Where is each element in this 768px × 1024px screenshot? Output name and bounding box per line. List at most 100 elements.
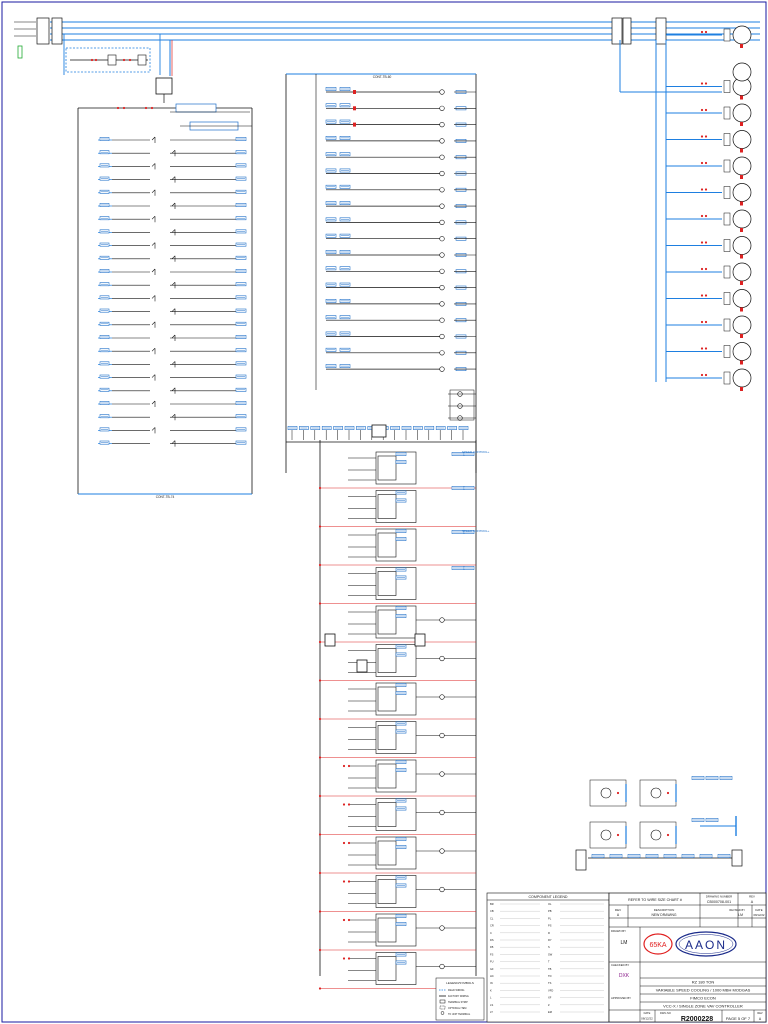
coil bbox=[439, 655, 445, 662]
motor bbox=[732, 368, 752, 388]
plug-connector bbox=[575, 849, 587, 871]
coil bbox=[439, 317, 445, 323]
relay-inner bbox=[377, 455, 397, 481]
relay-stack: SPEED CONTROL+SPEED CONTROL+ bbox=[318, 440, 490, 990]
title-line-3: FIMCO ECON bbox=[690, 996, 716, 1001]
sensor bbox=[650, 787, 662, 799]
contact-dot bbox=[700, 294, 704, 297]
legend-code: FU bbox=[490, 960, 494, 964]
motor bbox=[732, 62, 752, 82]
legend-code: S bbox=[548, 945, 550, 949]
switch-symbol bbox=[171, 361, 176, 368]
contact-dot bbox=[704, 241, 708, 244]
motor bbox=[732, 342, 752, 361]
switch-symbol bbox=[171, 176, 176, 183]
legend-title: COMPONENT LEGEND bbox=[528, 895, 567, 899]
switch-symbol bbox=[151, 347, 156, 355]
switch-symbol bbox=[151, 189, 156, 196]
coil bbox=[439, 886, 445, 893]
switch-symbol bbox=[171, 413, 176, 421]
motor-contact bbox=[740, 95, 743, 100]
switch-symbol bbox=[151, 400, 156, 407]
motor bbox=[732, 262, 752, 282]
legend-code: GF bbox=[490, 967, 494, 971]
motor bbox=[732, 183, 752, 202]
rev-row-value: A bbox=[617, 913, 620, 917]
page-number: PAGE 5 OF 7 bbox=[726, 1016, 751, 1021]
contact-dot bbox=[700, 188, 704, 191]
contact-dot bbox=[704, 188, 708, 191]
coil bbox=[439, 333, 445, 340]
relay-inner bbox=[377, 763, 397, 789]
legend-code: XF bbox=[548, 996, 552, 1000]
legend-code: PB bbox=[548, 909, 552, 913]
contact-dot bbox=[347, 764, 351, 768]
sensor bbox=[600, 829, 612, 841]
legend-code: EM bbox=[548, 1010, 552, 1014]
relay-inner bbox=[377, 532, 397, 558]
legend-code: FB bbox=[490, 945, 494, 949]
relay-contact bbox=[353, 106, 356, 111]
motor-terminal bbox=[723, 345, 731, 358]
motor-terminal bbox=[723, 292, 731, 305]
legend-code: BR bbox=[490, 902, 494, 906]
optional-module bbox=[65, 47, 151, 73]
dwg-no: R2000228 bbox=[681, 1016, 713, 1023]
relay bbox=[107, 54, 117, 66]
speed-control-label: SPEED CONTROL+ bbox=[462, 529, 490, 533]
motor-contact bbox=[740, 334, 743, 338]
brand-name: AAON bbox=[685, 938, 727, 952]
contact-dot bbox=[700, 320, 704, 324]
coil bbox=[439, 366, 445, 372]
switch-symbol bbox=[151, 295, 156, 302]
switch-symbol bbox=[171, 229, 176, 236]
approved-by-label: APPROVED BY bbox=[611, 996, 631, 1000]
breaker bbox=[622, 17, 632, 45]
revised-by-label: REVISED BY bbox=[729, 908, 745, 912]
relay-inner bbox=[377, 571, 397, 596]
coil bbox=[439, 268, 445, 274]
legend-code: IN bbox=[490, 981, 493, 985]
contact-dot bbox=[704, 373, 708, 377]
switch-symbol bbox=[151, 215, 156, 223]
legend-code: C bbox=[490, 931, 492, 935]
contactor bbox=[655, 17, 667, 45]
rev-value: A bbox=[751, 900, 754, 904]
revised-by-value: LM bbox=[738, 913, 743, 917]
relay-contact bbox=[353, 122, 356, 127]
switch-symbol bbox=[171, 281, 176, 289]
sensor bbox=[650, 829, 662, 841]
switch-symbol bbox=[151, 136, 156, 143]
switch-symbol bbox=[171, 255, 176, 262]
drawn-by-label: DRAWN BY bbox=[611, 929, 626, 933]
motor-terminal bbox=[723, 212, 731, 226]
relay bbox=[137, 54, 147, 66]
coil bbox=[439, 121, 445, 128]
switch-symbol bbox=[171, 440, 176, 447]
motor-contact bbox=[740, 228, 743, 232]
date-label: DATE bbox=[755, 908, 762, 912]
motor-contact bbox=[740, 175, 743, 179]
legend-symbol-item: TERMINAL STRIP bbox=[448, 1001, 468, 1004]
legend-code: CB bbox=[490, 909, 494, 913]
motor-terminal bbox=[723, 318, 731, 332]
plug-connector bbox=[324, 633, 336, 647]
coil bbox=[439, 89, 445, 95]
plug-connector bbox=[414, 633, 426, 647]
motor-terminal bbox=[723, 186, 731, 199]
coil bbox=[439, 105, 445, 111]
description-label: DESCRIPTION bbox=[654, 908, 675, 912]
legend-code: PL bbox=[548, 916, 552, 920]
legend-code: FS bbox=[490, 952, 494, 956]
breaker bbox=[611, 17, 623, 45]
contact-dot bbox=[704, 294, 708, 297]
contact-dot bbox=[347, 803, 351, 806]
fuse-block bbox=[51, 17, 63, 45]
motor bbox=[732, 289, 752, 308]
coil bbox=[439, 252, 445, 258]
motor-terminal bbox=[723, 80, 731, 93]
contact-dot bbox=[90, 58, 94, 62]
ka-rating-badge: 65KA bbox=[643, 933, 673, 955]
legend-symbol-item: TO UNIT TERMINAL bbox=[448, 1013, 471, 1016]
coil bbox=[439, 925, 445, 931]
